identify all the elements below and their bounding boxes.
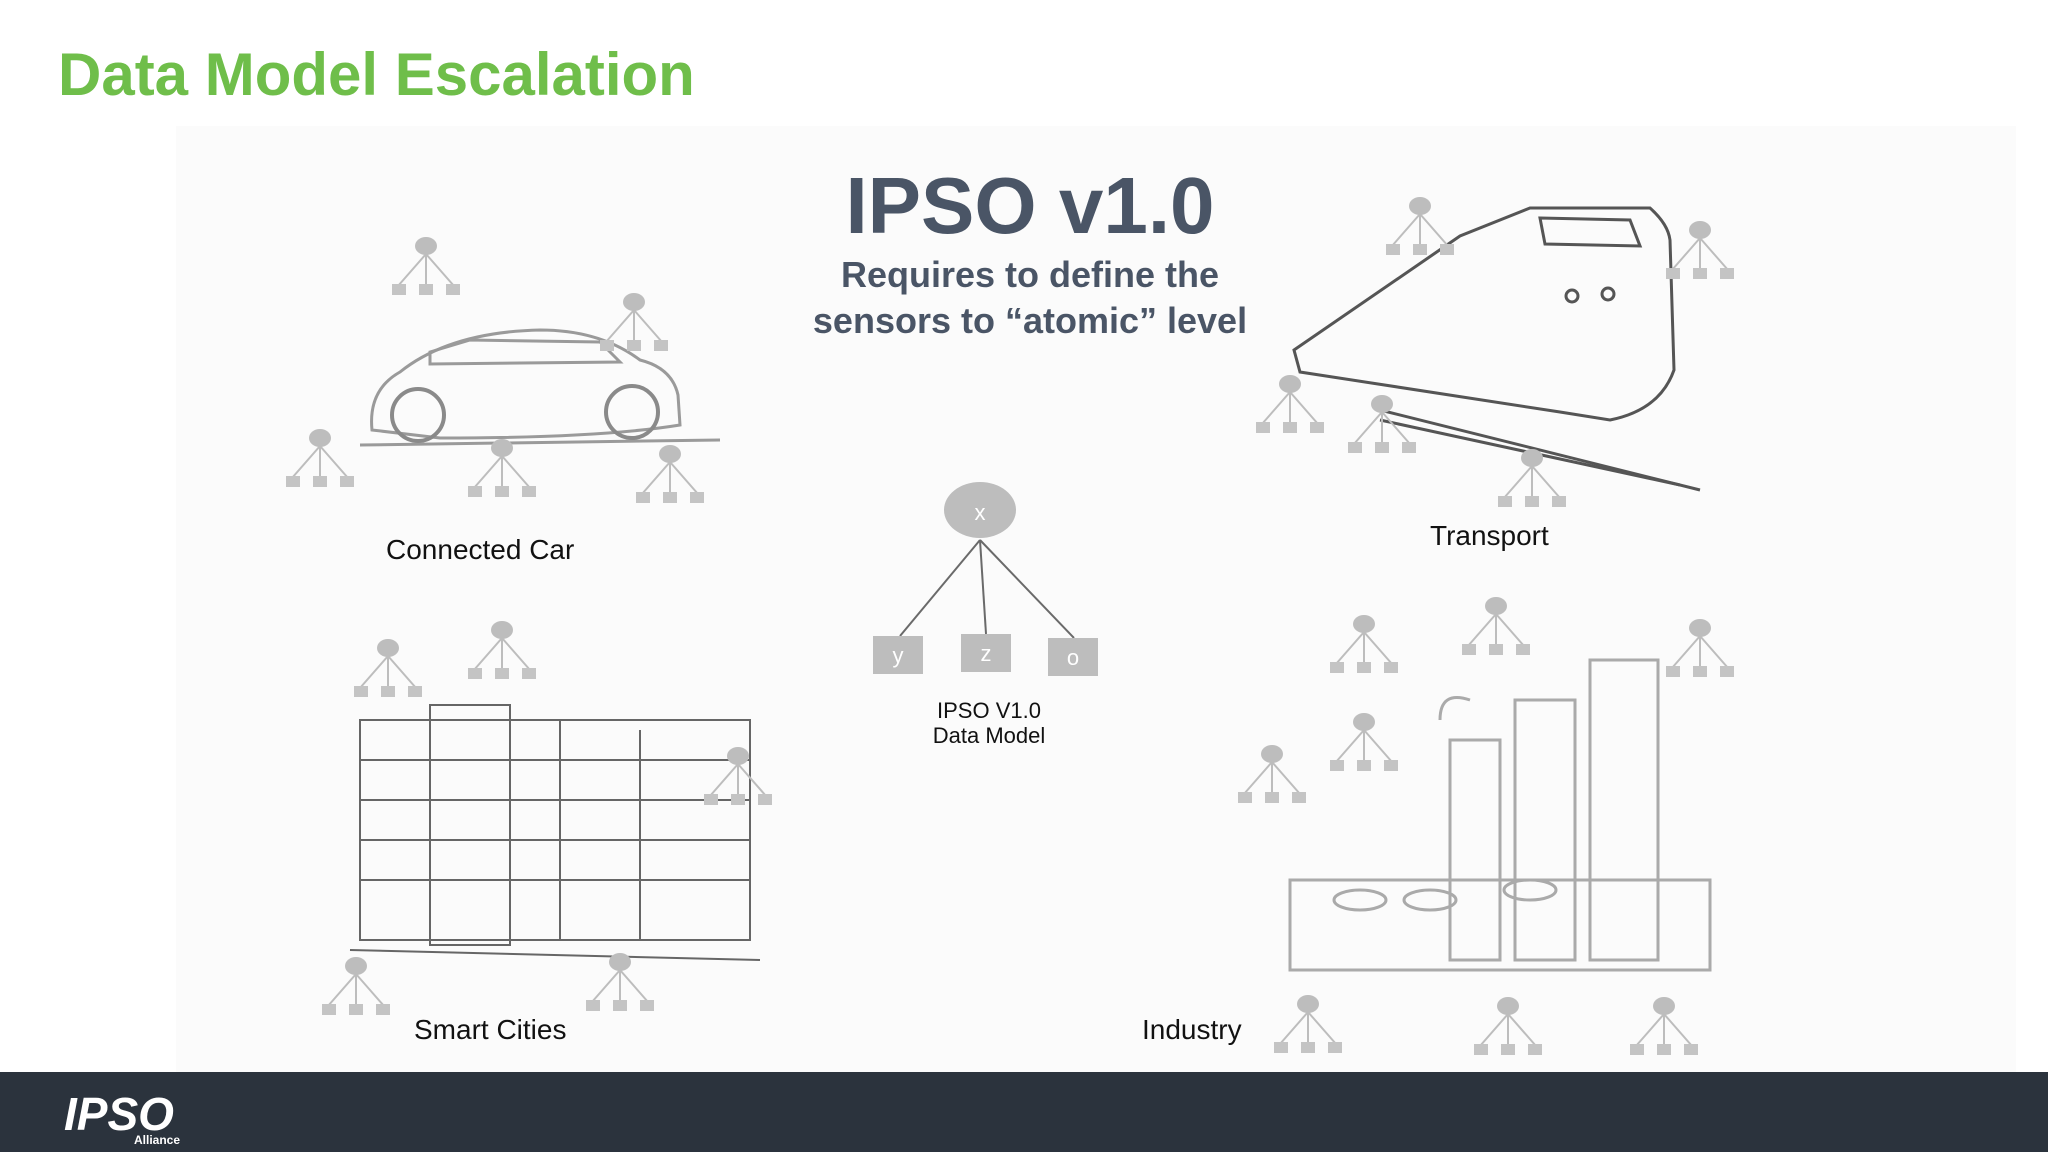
- root-node: [944, 482, 1016, 538]
- root-node-label: x: [975, 500, 986, 525]
- ipso-logo: IPSO Alliance: [64, 1088, 180, 1147]
- caption-line-1: IPSO V1.0: [937, 698, 1041, 723]
- tree-edge: [979, 539, 987, 635]
- subtitle-line-1: Requires to define the: [840, 254, 1220, 295]
- label-smart-cities: Smart Cities: [414, 1014, 567, 1045]
- child-node-label: y: [893, 643, 904, 668]
- child-node-label: o: [1067, 645, 1079, 670]
- headline-subtitle: Requires to define the sensors to “atomi…: [770, 252, 1290, 344]
- child-node: [873, 636, 923, 674]
- label-industry: Industry: [1142, 1014, 1242, 1045]
- label-connected-car: Connected Car: [386, 534, 575, 565]
- tree-edge: [899, 539, 981, 637]
- caption-line-2: Data Model: [932, 723, 1046, 748]
- label-transport: Transport: [1430, 520, 1549, 551]
- child-node: [1048, 638, 1098, 676]
- subtitle-line-2: sensors to “atomic” level: [812, 300, 1248, 341]
- headline-title: IPSO v1.0: [845, 161, 1215, 250]
- car-wheels: [390, 384, 660, 443]
- industry-illustration: [1288, 658, 1712, 972]
- footer-bar: [0, 1072, 2048, 1152]
- logo-text: IPSO: [64, 1088, 174, 1140]
- logo-subtext: Alliance: [134, 1133, 180, 1147]
- tree-edge: [979, 539, 1075, 639]
- slide-title: Data Model Escalation: [58, 41, 695, 108]
- child-node: [961, 634, 1011, 672]
- child-node-label: z: [981, 641, 992, 666]
- train-illustration: [1292, 206, 1701, 492]
- data-model-caption: IPSO V1.0 Data Model: [880, 698, 1098, 748]
- building-illustration: [349, 704, 761, 961]
